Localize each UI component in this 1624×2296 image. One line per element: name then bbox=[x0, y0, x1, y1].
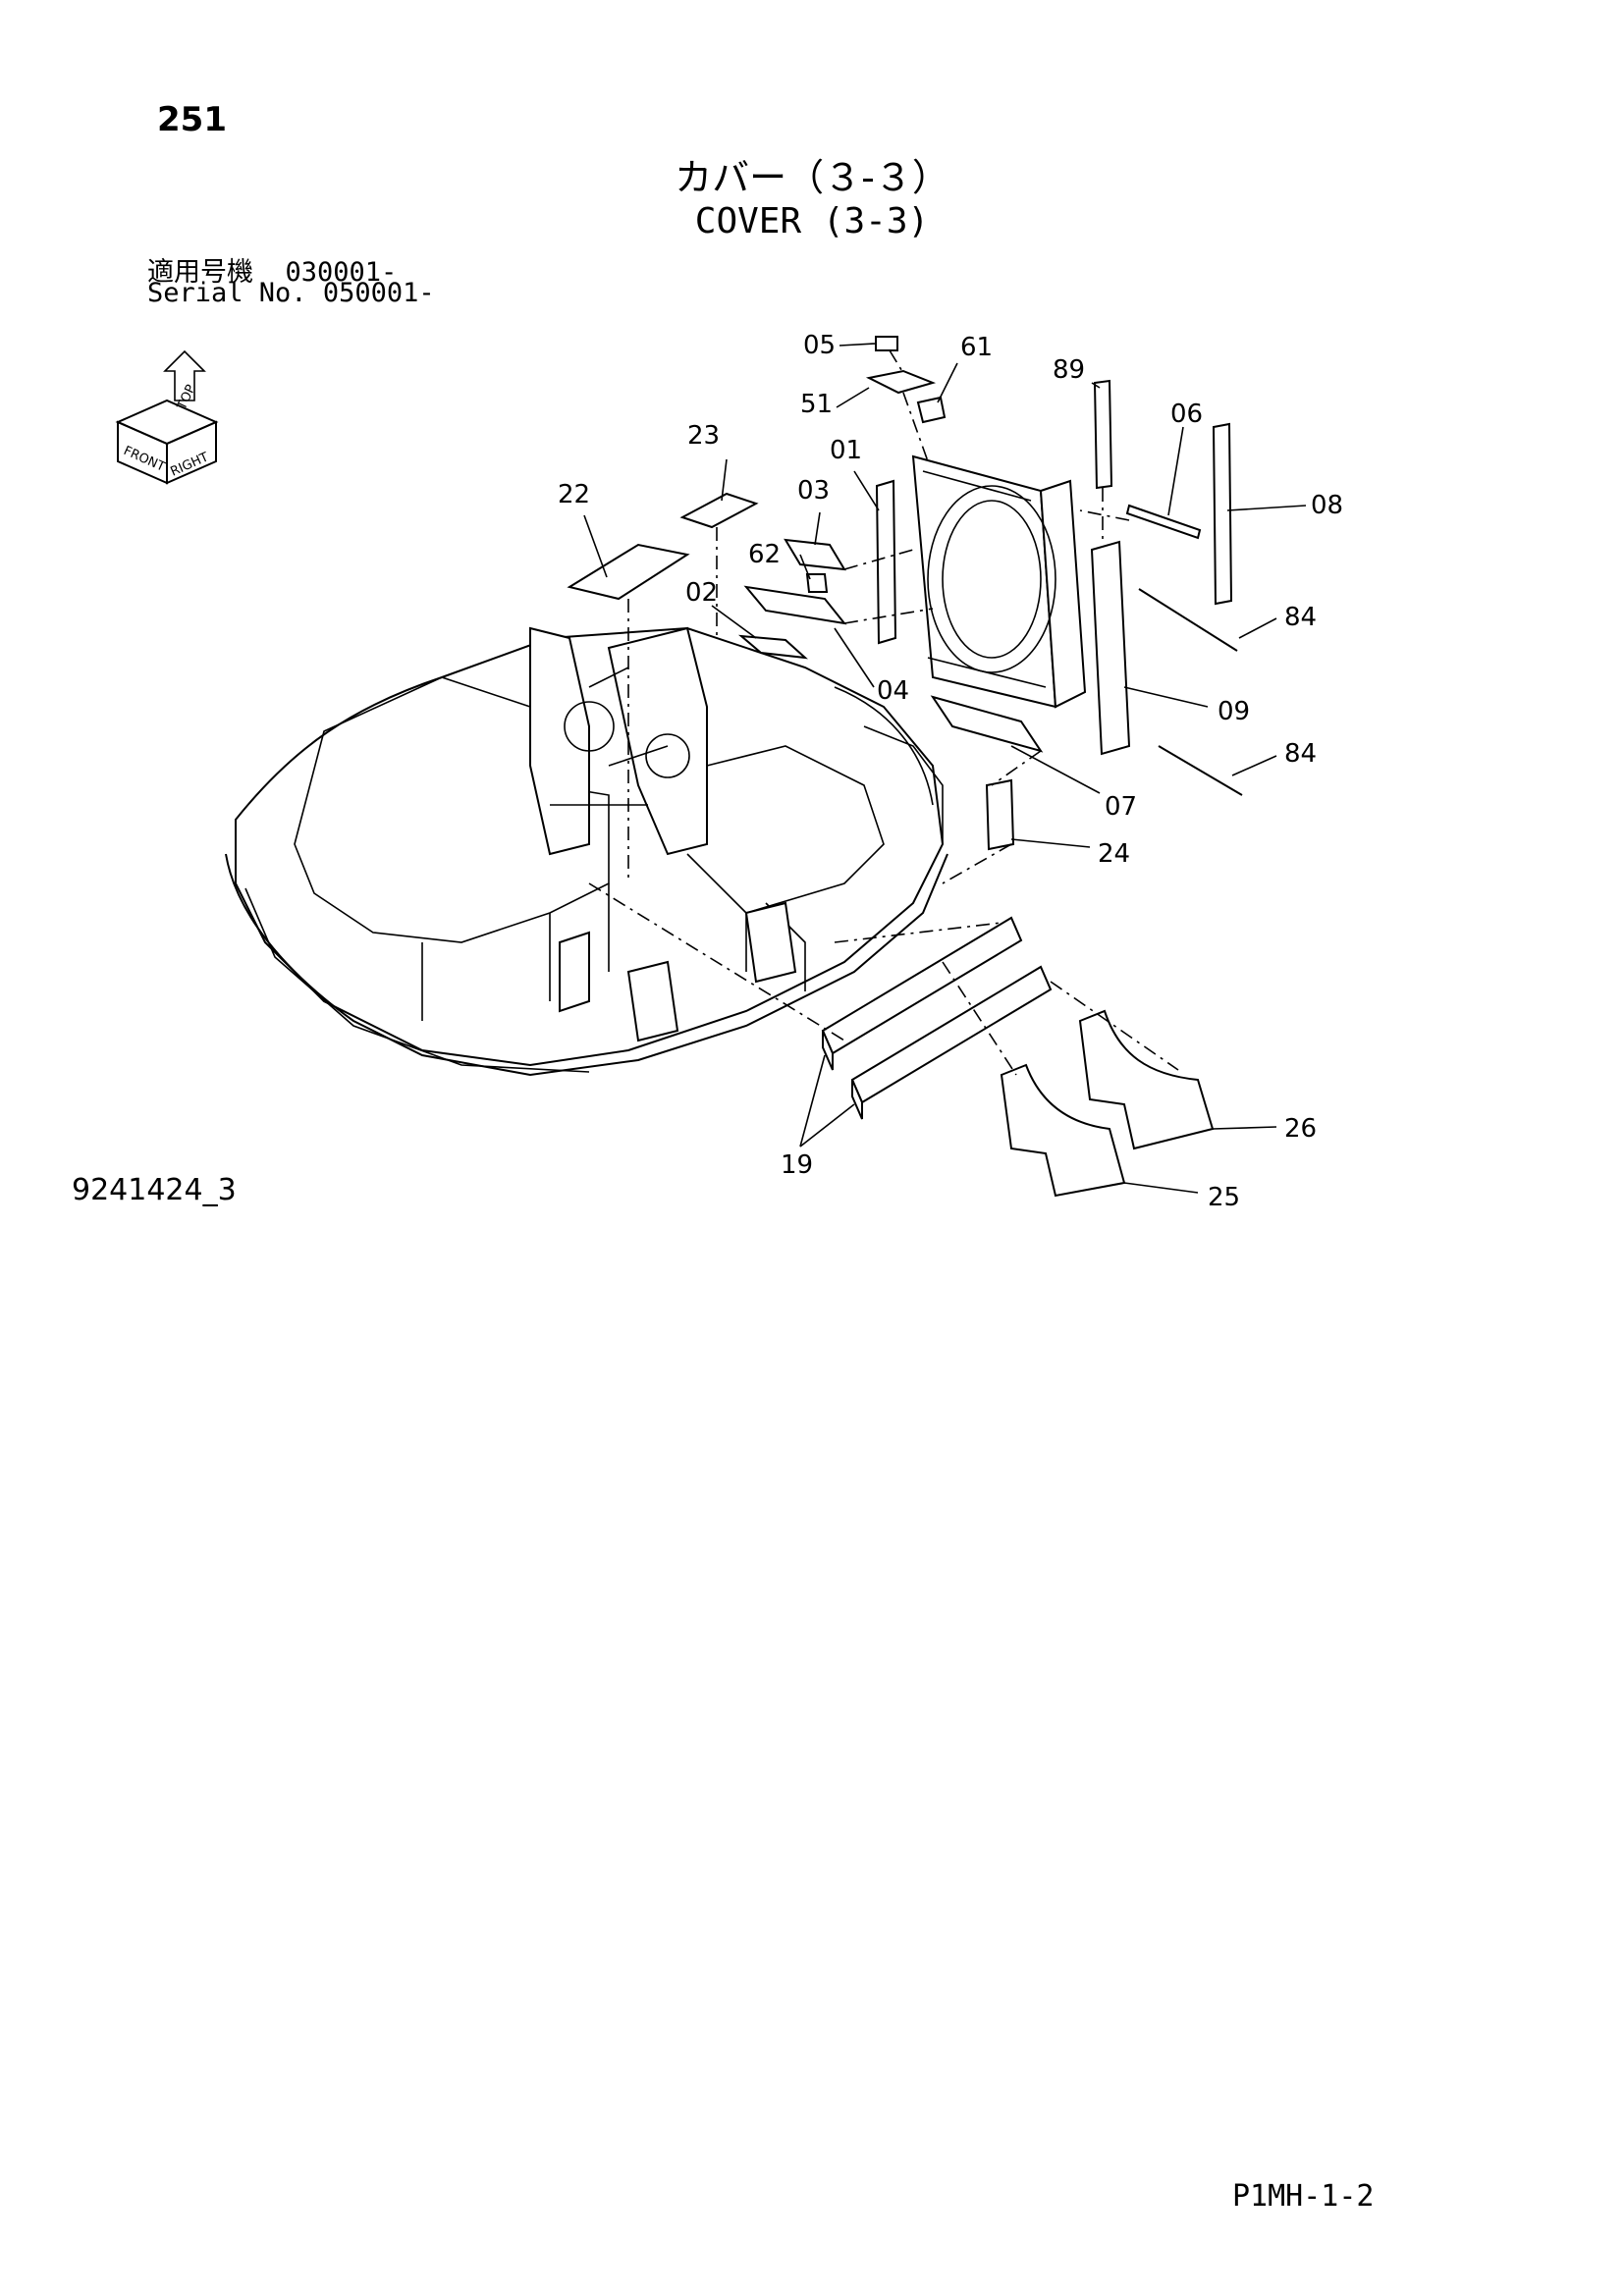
callout-22: 22 bbox=[558, 480, 590, 509]
drawing-code: 9241424_3 bbox=[72, 1173, 237, 1207]
orientation-label-right: RIGHT bbox=[169, 450, 211, 479]
orientation-cube-icon: FRONT TOP RIGHT bbox=[115, 349, 219, 485]
assembly-dash-lines bbox=[588, 349, 1179, 1076]
parts-drawing bbox=[567, 336, 1243, 1198]
radiator-assembly-drawing bbox=[911, 454, 1087, 709]
callout-89: 89 bbox=[1053, 355, 1085, 385]
upper-frame-drawing bbox=[225, 626, 948, 1077]
callout-07: 07 bbox=[1105, 792, 1137, 822]
callout-01: 01 bbox=[830, 436, 862, 465]
page-code: P1MH-1-2 bbox=[1232, 2179, 1375, 2214]
callout-23: 23 bbox=[687, 421, 720, 451]
callout-05: 05 bbox=[803, 331, 836, 360]
title-japanese: カバー（３-３） bbox=[675, 156, 949, 199]
callout-26: 26 bbox=[1284, 1114, 1317, 1144]
callout-25: 25 bbox=[1208, 1183, 1240, 1212]
callout-62: 62 bbox=[748, 540, 781, 569]
callout-06: 06 bbox=[1170, 400, 1203, 429]
callout-84-upper: 84 bbox=[1284, 603, 1317, 632]
serial-line-applicable: 適用号機 030001- bbox=[147, 250, 397, 289]
serial-label-jp: 適用号機 bbox=[147, 257, 253, 288]
serial-line-number: Serial No. 050001- bbox=[147, 278, 435, 308]
callout-labels: 05 61 89 06 08 51 23 01 03 22 62 02 04 8… bbox=[558, 331, 1343, 1212]
callout-09: 09 bbox=[1218, 697, 1250, 726]
callout-84-lower: 84 bbox=[1284, 739, 1317, 769]
orientation-label-front: FRONT bbox=[121, 444, 167, 475]
page-number: 251 bbox=[157, 100, 227, 139]
callout-24: 24 bbox=[1098, 839, 1130, 869]
callout-08: 08 bbox=[1311, 491, 1343, 520]
callout-19: 19 bbox=[781, 1150, 813, 1180]
callout-02: 02 bbox=[685, 578, 718, 608]
orientation-label-top: TOP bbox=[175, 383, 199, 413]
serial-value-1: 030001- bbox=[285, 257, 398, 288]
leader-lines bbox=[583, 343, 1307, 1194]
serial-value-2: 050001- bbox=[322, 278, 435, 308]
callout-04: 04 bbox=[877, 676, 909, 706]
callout-51: 51 bbox=[800, 390, 833, 419]
serial-label-en: Serial No. bbox=[147, 278, 307, 308]
callout-61: 61 bbox=[960, 333, 993, 362]
callout-03: 03 bbox=[797, 476, 830, 506]
title-english: COVER (3-3) bbox=[694, 201, 930, 241]
